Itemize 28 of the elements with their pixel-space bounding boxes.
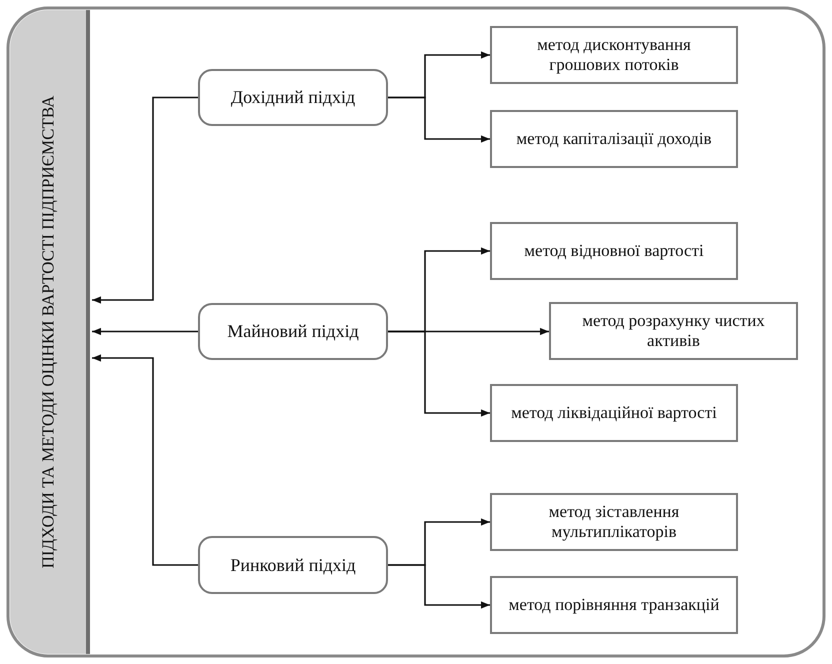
approach-label: Дохідний підхід	[230, 87, 356, 108]
method-label: метод ліквідаційної вартості	[510, 403, 718, 423]
arrow	[92, 96, 198, 304]
method-label: метод капіталізації доходів	[515, 129, 713, 149]
method-label: метод розрахунку чистих активів	[581, 311, 766, 351]
approach-box	[198, 69, 388, 126]
method-label: метод дисконтування грошових потоків	[536, 35, 692, 75]
method-box	[490, 110, 738, 168]
approach-box	[198, 536, 388, 594]
method-box	[490, 384, 738, 442]
arrow	[92, 354, 198, 566]
method-box	[490, 493, 738, 551]
approach-box	[198, 303, 388, 360]
arrow	[388, 96, 490, 143]
approach-label: Ринковий підхід	[229, 554, 357, 576]
category-band	[10, 10, 90, 654]
vertical-title: ПІДХОДИ ТА МЕТОДИ ОЦІНКИ ВАРТОСТІ ПІДПРИЄМСТВА	[38, 96, 58, 568]
method-box	[490, 222, 738, 280]
method-label: метод порівняння транзакцій	[508, 595, 720, 615]
approach-label: Майновий підхід	[226, 321, 360, 342]
method-label: метод відновної вартості	[523, 241, 705, 261]
arrow	[388, 564, 490, 609]
method-box	[549, 302, 798, 360]
method-box	[490, 26, 738, 84]
arrow	[92, 328, 198, 336]
method-box	[490, 576, 738, 634]
arrow	[388, 330, 490, 417]
method-label: метод зіставлення мультиплікаторів	[548, 502, 680, 542]
